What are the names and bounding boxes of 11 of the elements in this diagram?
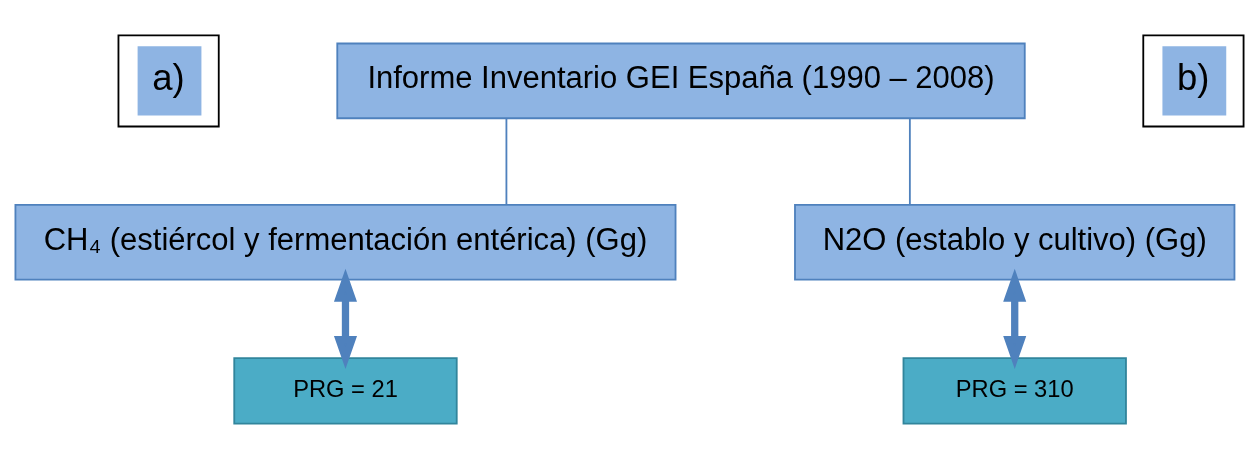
- connector: [505, 116, 508, 205]
- node-box: PRG = 310: [902, 356, 1127, 425]
- node-box: N2O (establo y cultivo) (Gg): [794, 203, 1236, 281]
- node-box: Informe Inventario GEI España (1990 – 2008): [336, 42, 1026, 119]
- arrow: [333, 268, 357, 369]
- node-box: CH₄ (estiércol y fermentación entérica) (Gg): [14, 203, 677, 281]
- node-box: PRG = 21: [233, 356, 458, 425]
- connector: [908, 116, 911, 205]
- node-box: a): [117, 33, 220, 127]
- arrow: [1003, 268, 1027, 369]
- node-box: b): [1142, 33, 1245, 127]
